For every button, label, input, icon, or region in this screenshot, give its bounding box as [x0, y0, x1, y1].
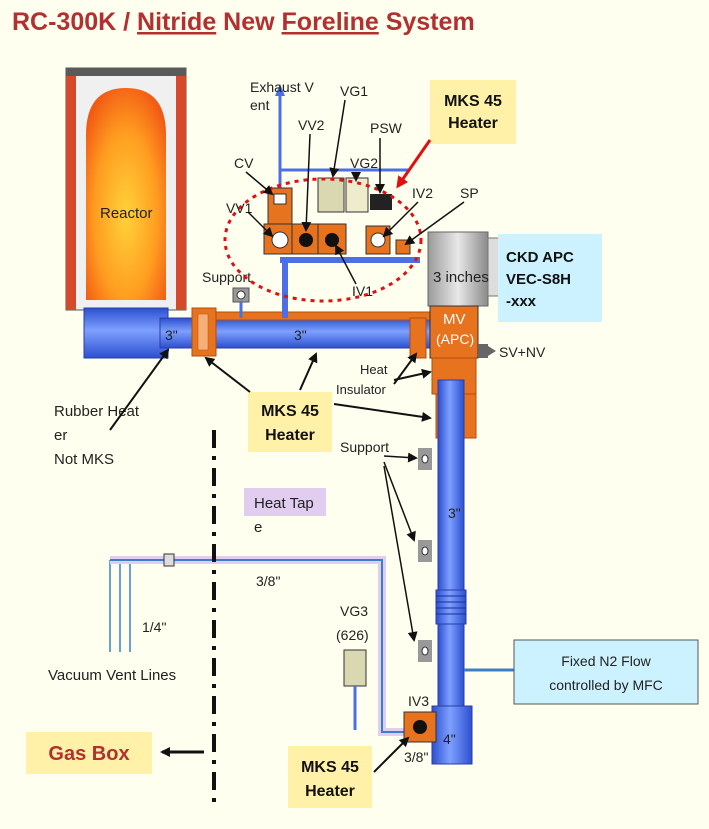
- n2-line1: Fixed N2 Flow: [561, 653, 651, 669]
- heat-tape-label: Heat Tap: [254, 495, 314, 512]
- vv2-label: VV2: [298, 117, 325, 133]
- mks-mid-line2: Heater: [265, 427, 315, 444]
- reactor: Reactor: [65, 67, 187, 359]
- vertical-3in-pipe: [437, 379, 465, 711]
- rubber-heater-label-cont: er: [54, 427, 67, 444]
- exhaust-vent-label: Exhaust V: [250, 79, 314, 95]
- mv-label: MV: [443, 311, 466, 328]
- support-arrows: [383, 452, 418, 642]
- iv3-label: IV3: [408, 693, 429, 709]
- reactor-label: Reactor: [100, 205, 153, 222]
- gas-box-label: Gas Box: [48, 743, 129, 765]
- red-arrow: [396, 139, 432, 189]
- mid-arrows: [204, 352, 432, 422]
- bottom-arrow: [373, 736, 410, 773]
- valve-leader-lines: [245, 99, 465, 285]
- vg3-label-cont: (626): [336, 627, 369, 643]
- mks-bottom-line1: MKS 45: [301, 759, 359, 776]
- mks-bottom-line2: Heater: [305, 783, 355, 800]
- clamp-ribs: [197, 313, 209, 351]
- mks-top-line2: Heater: [448, 115, 498, 132]
- sp-label: SP: [460, 185, 479, 201]
- cv-label: CV: [234, 155, 254, 171]
- page-title: RC-300K / Nitride New Foreline System: [12, 8, 475, 36]
- support-right-label: Support: [340, 439, 389, 455]
- rubber-arrow: [109, 348, 170, 431]
- three-eighths-label: 3/8": [256, 573, 280, 589]
- ckd-line1: CKD APC: [506, 249, 574, 266]
- pipe-size-label: 3": [165, 327, 178, 343]
- dashed-focus-ring: [223, 177, 423, 303]
- mks-mid-line1: MKS 45: [261, 403, 319, 420]
- heater-clamp: [409, 317, 427, 359]
- vg3-label: VG3: [340, 603, 368, 619]
- apc-valve: 3 inches MV (APC) SV+NV: [427, 231, 546, 360]
- mks-heater-callout-top: [430, 80, 516, 144]
- not-mks-label: Not MKS: [54, 451, 114, 468]
- vacuum-vent-lines: [109, 553, 420, 736]
- vacuum-vent-label: Vacuum Vent Lines: [48, 667, 176, 684]
- ckd-line2: VEC-S8H: [506, 271, 571, 288]
- insulator-arrow: [393, 368, 432, 381]
- ckd-line3: -xxx: [506, 293, 537, 310]
- mks-heater-callout-bottom: [288, 746, 372, 808]
- sv-nv-label: SV+NV: [499, 344, 546, 360]
- bellows: [435, 589, 467, 625]
- gas-box: [26, 732, 152, 774]
- quarter-inch-label: 1/4": [142, 619, 166, 635]
- vv1-label: VV1: [226, 200, 253, 216]
- heat-tape-label-box: [244, 488, 326, 516]
- bottom-pipe-size: 4": [443, 731, 456, 747]
- bottom-three-eighths-label: 3/8": [404, 749, 428, 765]
- n2-line2: controlled by MFC: [549, 677, 663, 693]
- mv-apc-label: (APC): [436, 331, 474, 347]
- iv1-label: IV1: [352, 283, 373, 299]
- heat-insulator-label: Heat: [360, 362, 388, 377]
- apc-size-label: 3 inches: [433, 269, 489, 286]
- heat-tape-label-cont: e: [254, 519, 262, 536]
- insulator-arrow: [393, 352, 418, 385]
- exhaust-vent-label-cont: ent: [250, 97, 270, 113]
- psw-label: PSW: [370, 120, 403, 136]
- vertical-supports: [418, 448, 432, 662]
- mks-top-line1: MKS 45: [444, 93, 502, 110]
- mks-heater-callout-middle: [248, 392, 332, 452]
- vertical-pipe-size: 3": [448, 505, 461, 521]
- pipe-size-label: 3": [294, 327, 307, 343]
- heat-insulator-label-cont: Insulator: [336, 382, 387, 397]
- support-top: Support: [202, 269, 251, 318]
- ckd-apc-callout: [498, 234, 602, 322]
- vg1-label: VG1: [340, 83, 368, 99]
- iv2-label: IV2: [412, 185, 433, 201]
- vg3-gauge: [343, 649, 367, 687]
- rubber-heater-label: Rubber Heat: [54, 403, 140, 420]
- n2-flow-callout: [513, 639, 699, 705]
- vg2-label: VG2: [350, 155, 378, 171]
